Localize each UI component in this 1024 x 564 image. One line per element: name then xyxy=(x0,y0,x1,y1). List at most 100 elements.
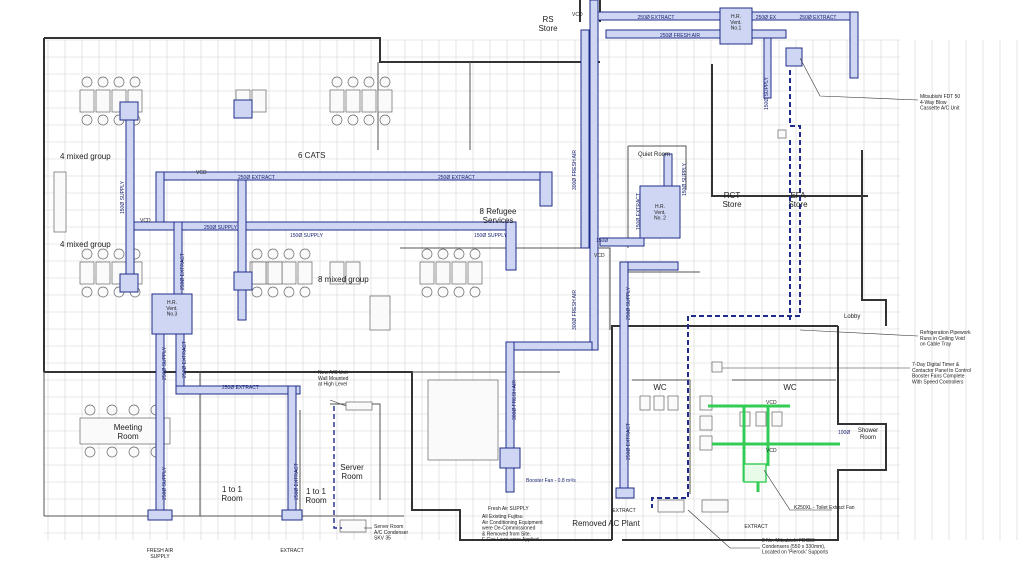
duct-label-supply-150-vert: 150Ø SUPPLY xyxy=(764,76,770,110)
duct-label-supply-150c: 150Ø SUPPLY xyxy=(474,233,508,239)
new-ac-unit xyxy=(345,401,373,411)
duct-extract-hor xyxy=(627,261,679,271)
extract-outlet-left xyxy=(281,509,303,521)
note-extract-bottom-right: EXTRACT xyxy=(744,524,767,530)
duct-supply-fdt xyxy=(763,37,772,99)
note-extract-bottom-mid: EXTRACT xyxy=(612,508,635,514)
chair xyxy=(106,446,118,458)
desk xyxy=(95,89,111,113)
desk xyxy=(79,261,95,285)
duct-label-fresh-air-vertical-2: 300Ø FRESH AIR xyxy=(572,290,578,330)
chair xyxy=(453,248,465,260)
chair xyxy=(421,248,433,260)
desk xyxy=(377,89,393,113)
room-cats: 6 CATS xyxy=(298,151,325,160)
unit-hr-vent-1: H.R.Vent.No.1 xyxy=(730,14,741,32)
chair xyxy=(267,286,279,298)
desk xyxy=(79,417,171,445)
extract-outlet-mid xyxy=(615,487,635,499)
duct-label-mid-extract: 250Ø EXTRACT xyxy=(238,175,275,181)
chair xyxy=(251,286,263,298)
duct-fresh-air-300 xyxy=(505,341,515,493)
desk xyxy=(667,395,679,411)
chair xyxy=(128,446,140,458)
duct-left-supply-riser xyxy=(155,171,165,223)
booster-fan xyxy=(499,447,521,469)
desk xyxy=(281,261,297,285)
room-lobby: Lobby xyxy=(844,314,860,320)
unit-hr-vent-2: H.R.Vent.No. 2 xyxy=(654,204,666,222)
duct-150-branch xyxy=(599,237,645,247)
chair xyxy=(469,286,481,298)
hr-vent-1-unit xyxy=(719,7,753,45)
hr-vent-3-unit xyxy=(151,293,193,335)
chair xyxy=(453,286,465,298)
note-extract-bottom-left: EXTRACT xyxy=(280,548,303,554)
desk xyxy=(329,261,345,285)
duct-label-fresh-air-vertical-3: 300Ø FRESH AIR xyxy=(512,380,518,420)
duct-mid-extract xyxy=(155,171,549,181)
room-mixed-group-8: 8 mixed group xyxy=(318,275,369,284)
duct-label-ext-left: 250Ø EXTRACT xyxy=(180,253,186,290)
room-wc-2: WC xyxy=(783,383,797,392)
note-k250: K250XL - Toilet Extract Fan xyxy=(794,505,855,511)
leader-lines xyxy=(329,57,919,549)
desk xyxy=(419,261,435,285)
vcd-label-2: VCD xyxy=(196,170,207,176)
duct-label-supply-250-left: 250Ø SUPPLY xyxy=(162,466,168,500)
note-timer: 7-Day Digital Timer &Contactor Panel to … xyxy=(912,362,971,385)
desk xyxy=(653,395,665,411)
refrigeration-pipework xyxy=(651,70,801,508)
chair xyxy=(106,404,118,416)
chair xyxy=(97,248,109,260)
chair xyxy=(299,248,311,260)
chair xyxy=(251,248,263,260)
desk xyxy=(251,89,267,113)
room-quiet: Quiet Room xyxy=(638,152,670,158)
vcd-label-6: VCD xyxy=(766,448,777,454)
duct-mid-supply xyxy=(125,221,517,231)
grille-top-left xyxy=(119,101,139,121)
chair xyxy=(84,404,96,416)
duct-label-extract-server: 250Ø EXTRACT xyxy=(294,463,300,500)
duct-label-top-ex: 250Ø EX xyxy=(756,15,777,21)
desk xyxy=(267,261,283,285)
duct-label-extract-250-down: 250Ø EXTRACT xyxy=(626,423,632,460)
desk xyxy=(95,261,111,285)
k250xl-extract-fan xyxy=(743,463,767,483)
duct-label-extract-low: 250Ø EXTRACT xyxy=(222,385,259,391)
chair xyxy=(129,76,141,88)
grille-top-mid xyxy=(233,99,253,119)
chair xyxy=(97,76,109,88)
furniture xyxy=(53,76,783,461)
chair xyxy=(331,76,343,88)
chair xyxy=(299,286,311,298)
desk xyxy=(699,415,713,431)
desk xyxy=(451,261,467,285)
chair xyxy=(267,248,279,260)
duct-label-supply-250-down: 250Ø SUPPLY xyxy=(626,286,632,320)
duct-top-ex xyxy=(749,29,787,39)
duct-250-supply-vertical xyxy=(237,179,247,321)
vcd-label-5: VCD xyxy=(766,400,777,406)
desk xyxy=(369,295,391,331)
duct-extract-low xyxy=(175,385,301,395)
chair xyxy=(81,114,93,126)
desk xyxy=(467,261,483,285)
fdc50-condenser-1 xyxy=(657,499,685,513)
desk xyxy=(699,435,713,451)
chair xyxy=(437,248,449,260)
desk xyxy=(361,89,377,113)
ceiling-grid xyxy=(44,39,1018,540)
fdc50-condenser-2 xyxy=(701,499,729,513)
duct-label-extract-150-right: 150Ø EXTRACT xyxy=(636,193,642,230)
desk xyxy=(755,411,767,427)
